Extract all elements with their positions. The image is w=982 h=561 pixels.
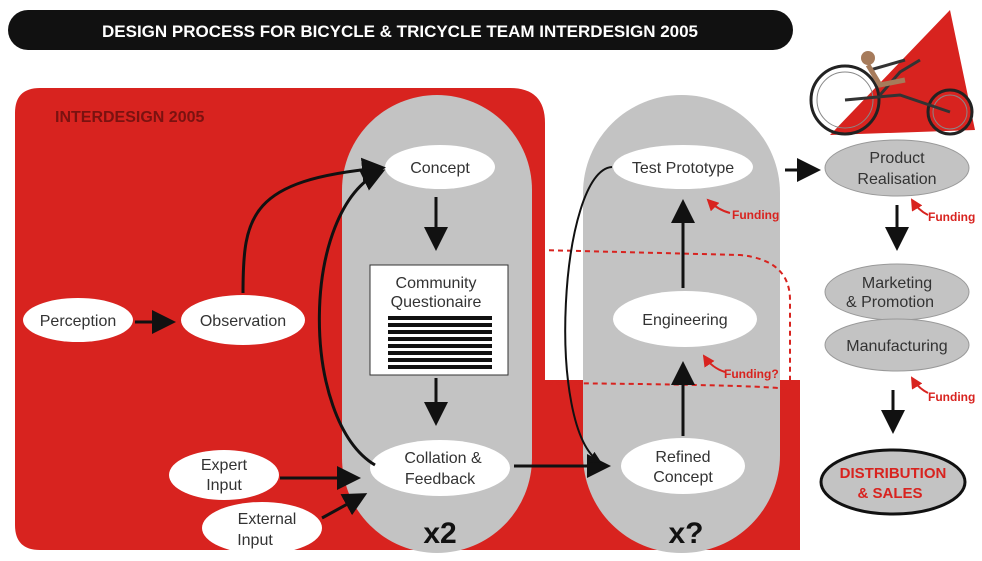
node-product-realisation: Product Realisation — [824, 139, 970, 197]
svg-text:Perception: Perception — [40, 313, 117, 330]
tricycle-image — [809, 10, 975, 136]
node-marketing-promotion: Marketing & Promotion — [824, 263, 970, 321]
node-refined-concept: Refined Concept — [621, 438, 745, 494]
svg-text:External: External — [238, 511, 297, 528]
funding-manufacturing: Funding — [910, 376, 975, 404]
node-community-questionnaire: Community Questionaire — [369, 264, 509, 376]
svg-text:Concept: Concept — [410, 160, 470, 177]
arrow-external-collation — [321, 493, 368, 520]
loop-count-prototype: x? — [668, 517, 703, 550]
svg-text:Engineering: Engineering — [642, 312, 727, 329]
svg-text:Marketing: Marketing — [862, 275, 932, 292]
svg-text:Manufacturing: Manufacturing — [846, 338, 947, 355]
svg-text:Refined: Refined — [655, 449, 710, 466]
node-expert-input: Expert Input — [169, 450, 279, 500]
svg-text:DISTRIBUTION: DISTRIBUTION — [840, 465, 947, 482]
svg-text:Feedback: Feedback — [405, 471, 476, 488]
title-bar — [8, 10, 793, 50]
node-distribution-sales: DISTRIBUTION & SALES — [819, 448, 967, 516]
node-collation-feedback: Collation & Feedback — [370, 440, 510, 496]
svg-text:Expert: Expert — [201, 457, 248, 474]
svg-text:Test Prototype: Test Prototype — [632, 160, 734, 177]
svg-text:Observation: Observation — [200, 313, 286, 330]
svg-text:& SALES: & SALES — [857, 485, 922, 502]
svg-text:Collation &: Collation & — [404, 450, 482, 467]
questionnaire-lines-icon — [388, 316, 492, 369]
funding-product-realisation: Funding — [910, 198, 975, 224]
funding-engineering: Funding? — [702, 354, 779, 381]
svg-text:Realisation: Realisation — [857, 171, 936, 188]
funding-dashed-loop — [539, 249, 791, 391]
svg-text:Funding: Funding — [928, 390, 975, 404]
svg-text:Input: Input — [237, 532, 273, 549]
arrow-prototype-back — [564, 166, 613, 464]
svg-text:Concept: Concept — [653, 469, 713, 486]
flow-arrows — [135, 157, 909, 520]
svg-text:Input: Input — [206, 477, 242, 494]
svg-text:Funding: Funding — [928, 210, 975, 224]
node-engineering: Engineering — [613, 291, 757, 347]
svg-text:Funding: Funding — [732, 208, 779, 222]
node-manufacturing: Manufacturing — [824, 318, 970, 372]
arrow-feedback-concept — [317, 168, 386, 467]
node-observation: Observation — [181, 295, 305, 345]
node-external-input: External Input — [202, 502, 322, 554]
funding-test-prototype: Funding — [706, 198, 779, 222]
svg-text:& Promotion: & Promotion — [846, 294, 934, 311]
loop-count-concept: x2 — [423, 517, 456, 550]
svg-text:Product: Product — [869, 150, 925, 167]
svg-text:Questionaire: Questionaire — [391, 294, 482, 311]
node-concept: Concept — [385, 145, 495, 189]
diagram-title: DESIGN PROCESS FOR BICYCLE & TRICYCLE TE… — [102, 22, 698, 41]
arrow-observation-concept — [241, 157, 386, 294]
node-perception: Perception — [23, 298, 133, 342]
region-label: INTERDESIGN 2005 — [55, 109, 204, 126]
svg-text:Community: Community — [396, 275, 477, 292]
svg-text:Funding?: Funding? — [724, 367, 779, 381]
node-test-prototype: Test Prototype — [613, 145, 753, 189]
